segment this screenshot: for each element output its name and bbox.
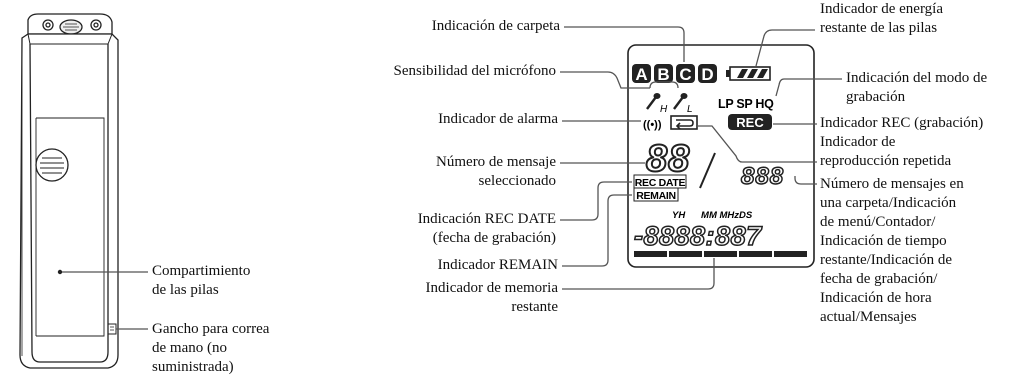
alarm-icon: ((•)) <box>643 119 662 131</box>
alarm-indicator-label: Indicador de alarma <box>438 111 558 127</box>
rec-indicator-label: Indicador REC (grabación) <box>820 115 984 131</box>
rec-date-indication-label: Indicación REC DATE (fecha de grabación) <box>417 211 556 246</box>
folder-a: A <box>635 65 647 84</box>
right-leader-lines <box>697 29 842 185</box>
folder-indicators: A B C D <box>632 64 717 84</box>
mic-low-icon <box>673 93 688 110</box>
memory-indicator-label: Indicador de memoria restante <box>425 280 558 315</box>
mic-sensitivity-label: Sensibilidad del micrófono <box>393 63 556 79</box>
counter-big-digits: -8888:887 <box>634 221 763 251</box>
left-leader-lines <box>560 26 715 290</box>
counter-small-digits: 888 <box>741 163 784 190</box>
folder-b: B <box>657 65 669 84</box>
lcd-panel: A B C D H L LP SP HQ REC ((•)) <box>627 44 815 268</box>
memory-bar <box>634 251 807 257</box>
repeat-indicator-label: Indicador de reproducción repetida <box>820 134 952 169</box>
remain-label: REMAIN <box>636 190 676 202</box>
folder-c: C <box>679 65 691 84</box>
message-number-digits: 88 <box>646 138 690 180</box>
strap-hook-label: Gancho para correa de mano (no suministr… <box>152 321 270 375</box>
mic-low-label: L <box>687 104 693 115</box>
remain-indicator-label: Indicador REMAIN <box>437 257 558 273</box>
folder-indication-label: Indicación de carpeta <box>431 18 560 34</box>
rec-date-label: REC DATE <box>635 177 686 189</box>
battery-indicator-label: Indicador de energía restante de las pil… <box>820 1 943 36</box>
folder-d: D <box>701 65 713 84</box>
rec-mode-label: Indicación del modo de grabación <box>846 70 988 105</box>
mic-high-label: H <box>660 104 668 115</box>
unit-row: YH MM MHzDS <box>672 210 753 221</box>
voice-recorder-device <box>19 13 119 369</box>
messages-counter-label: Número de mensajes en una carpeta/Indica… <box>820 176 964 325</box>
rec-mode-labels: LP SP HQ <box>718 97 774 111</box>
battery-compartment-label: Compartimiento de las pilas <box>152 263 251 298</box>
repeat-icon <box>670 115 698 130</box>
message-number-label: Número de mensaje seleccionado <box>436 154 556 189</box>
lid-catch-icon <box>35 148 69 182</box>
battery-icon <box>726 66 771 81</box>
jack-left-icon <box>42 19 54 31</box>
mic-high-icon <box>646 93 661 110</box>
jack-right-icon <box>90 19 102 31</box>
rec-badge: REC <box>736 115 764 130</box>
